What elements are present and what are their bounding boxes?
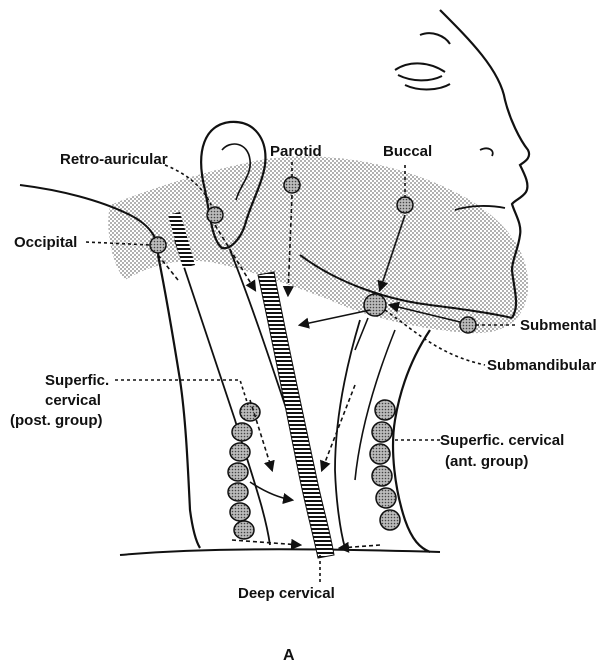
- node-parotid: [284, 177, 300, 193]
- node-buccal: [397, 197, 413, 213]
- node-submental: [460, 317, 476, 333]
- nostril-outline: [480, 148, 493, 156]
- label-occipital: Occipital: [14, 234, 77, 251]
- deep-cervical-chain: [258, 272, 334, 558]
- label-parotid: Parotid: [270, 143, 322, 160]
- label-superfic-post-1: Superfic.: [45, 372, 109, 389]
- label-buccal: Buccal: [383, 143, 432, 160]
- shaded-drainage-region: [108, 156, 528, 333]
- shoulder-line: [120, 549, 440, 555]
- node-retro-auricular: [207, 207, 223, 223]
- label-superfic-post-2: cervical: [45, 392, 101, 409]
- panel-letter: A: [283, 647, 295, 664]
- label-superfic-ant-2: (ant. group): [445, 453, 528, 470]
- muscle-line-3: [335, 320, 360, 548]
- node-chain-superficial-posterior: [228, 403, 260, 539]
- node-submandibular: [364, 294, 386, 316]
- label-submandibular: Submandibular: [487, 357, 596, 374]
- label-superfic-ant-1: Superfic. cervical: [440, 432, 564, 449]
- label-submental: Submental: [520, 317, 596, 334]
- neck-back-outline: [158, 255, 200, 548]
- label-retro-auricular: Retro-auricular: [60, 151, 168, 168]
- eye-outline: [395, 63, 450, 89]
- label-deep-cervical: Deep cervical: [238, 585, 335, 602]
- label-superfic-post-3: (post. group): [10, 412, 102, 429]
- node-occipital: [150, 237, 166, 253]
- eyebrow-outline: [420, 33, 450, 44]
